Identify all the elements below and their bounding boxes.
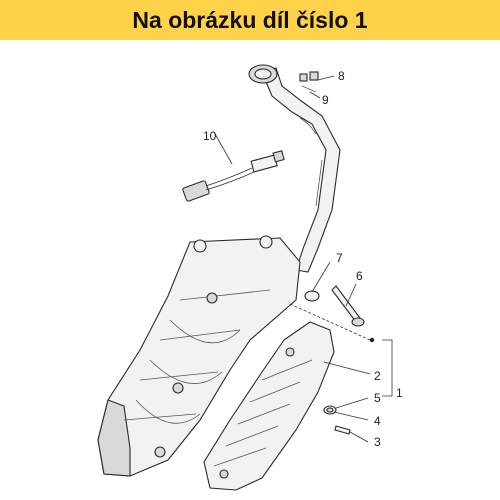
washer (304, 290, 320, 302)
bolt (331, 285, 365, 327)
callout-9: 9 (322, 93, 329, 107)
callout-4: 4 (374, 414, 381, 428)
page-title: Na obrázku díl číslo 1 (132, 6, 368, 33)
callout-1: 1 (396, 386, 403, 400)
callout-2: 2 (374, 369, 381, 383)
callout-10: 10 (203, 129, 217, 143)
title-banner: Na obrázku díl číslo 1 (0, 0, 500, 40)
callout-6: 6 (356, 269, 363, 283)
exhaust-exploded-diagram: 8 9 10 7 6 2 1 5 4 3 (97, 64, 403, 491)
callout-3: 3 (374, 435, 381, 449)
heat-shield (203, 321, 335, 491)
lambda-sensor (182, 150, 285, 202)
exhaust-pipe (248, 64, 341, 273)
callout-7: 7 (336, 251, 343, 265)
callout-5: 5 (374, 391, 381, 405)
leader-lines (213, 75, 393, 443)
screw (334, 425, 351, 435)
callout-8: 8 (338, 69, 345, 83)
clamp-parts (299, 71, 319, 93)
flat-washer (326, 407, 334, 413)
muffler-body (97, 235, 301, 477)
